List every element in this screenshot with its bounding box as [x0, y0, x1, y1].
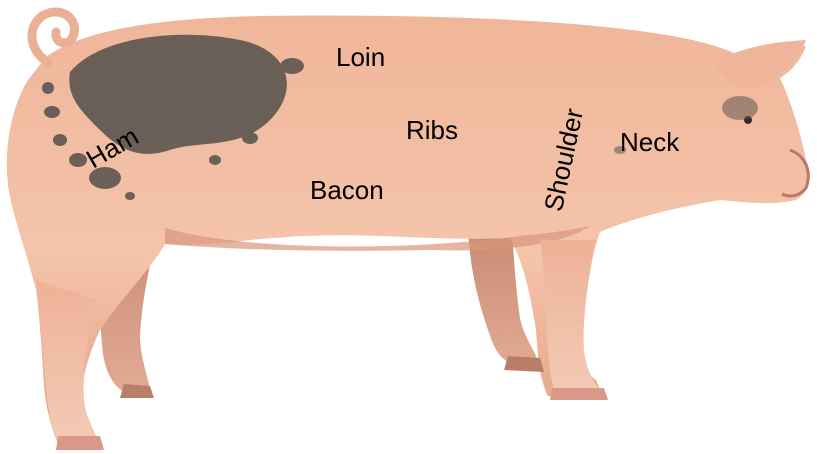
label-neck: Neck: [620, 129, 679, 155]
near-hind-leg: [36, 280, 100, 446]
label-ribs: Ribs: [406, 117, 458, 143]
label-bacon: Bacon: [310, 177, 384, 203]
label-loin: Loin: [336, 44, 385, 70]
